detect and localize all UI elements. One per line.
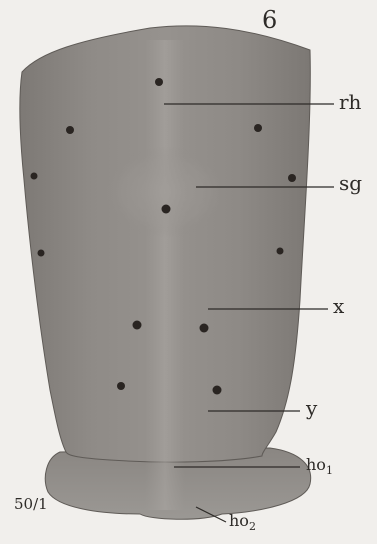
dot [162,205,171,214]
dot [277,248,284,255]
label-ho2-base: ho [229,511,249,530]
dot [117,382,125,390]
scale-label: 50/1 [14,497,48,512]
median-band [145,40,185,510]
label-ho1-base: ho [306,455,326,474]
label-sg: sg [339,173,362,193]
dot [200,324,209,333]
label-ho2-subscript: 2 [249,520,256,533]
sg-region [103,146,227,238]
label-y: y [306,398,317,418]
dot [254,124,262,132]
label-ho2: ho2 [229,513,256,529]
label-rh: rh [339,92,361,112]
dot [66,126,74,134]
label-ho1: ho1 [306,457,333,473]
label-ho1-subscript: 1 [326,464,333,477]
dot [155,78,163,86]
label-x: x [333,296,344,316]
dot [38,250,45,257]
dot [288,174,296,182]
dot [213,386,222,395]
dot [31,173,38,180]
dot [133,321,142,330]
figure-number: 6 [262,8,277,32]
